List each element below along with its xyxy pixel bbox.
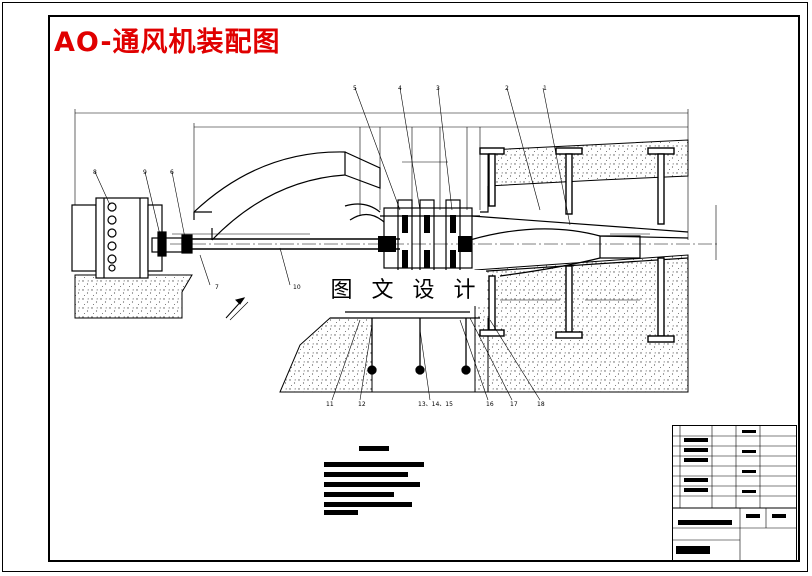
callout-1: 1 (543, 85, 547, 92)
motor-fins (107, 202, 117, 272)
drawing-title: AO-通风机装配图 (54, 27, 281, 58)
callout-7: 7 (215, 284, 219, 291)
callout-11: 11 (326, 401, 334, 408)
support-legs (479, 147, 675, 343)
callout-12: 12 (358, 401, 366, 408)
notes-line (324, 472, 408, 477)
callout-18: 18 (537, 401, 545, 408)
notes-line (324, 482, 420, 487)
inlet-casing (193, 151, 385, 241)
notes-line (324, 492, 394, 497)
coupling (157, 231, 193, 257)
callout-10: 10 (293, 284, 301, 291)
motor (71, 197, 183, 279)
impeller-blades (378, 215, 472, 268)
callout-16: 16 (486, 401, 494, 408)
callout-4: 4 (398, 85, 402, 92)
callout-5: 5 (353, 85, 357, 92)
callout-13-14-15: 13、14、15 (418, 401, 453, 408)
notes-line (324, 462, 424, 467)
callout-6: 6 (170, 169, 174, 176)
foundation-left (74, 274, 193, 319)
callout-8: 8 (93, 169, 97, 176)
foundation-right (279, 139, 689, 393)
leader-lines (94, 87, 571, 401)
callout-3: 3 (436, 85, 440, 92)
drawing-frame (48, 15, 800, 562)
title-block-lines (672, 425, 797, 561)
notes-line (324, 510, 358, 515)
notes-line (324, 502, 412, 507)
callout-17: 17 (510, 401, 518, 408)
diffuser (469, 186, 689, 277)
callout-9: 9 (143, 169, 147, 176)
notes-heading-mark (359, 446, 389, 451)
main-shaft (170, 238, 720, 250)
title-block (672, 425, 797, 561)
title-block-text-marks (676, 430, 786, 554)
flow-arrow (225, 297, 249, 321)
watermark-label: 图 文 设 计 (326, 270, 486, 306)
callout-2: 2 (505, 85, 509, 92)
